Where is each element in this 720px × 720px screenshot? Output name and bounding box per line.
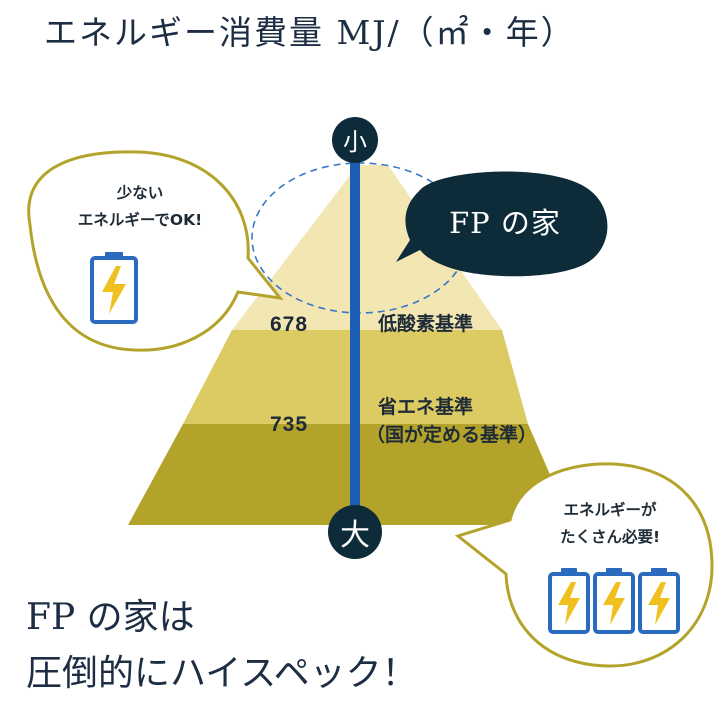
- page-title: エネルギー消費量 MJ/（㎡・年）: [44, 13, 576, 52]
- battery-charging-icon: [593, 568, 635, 634]
- fp-house-bubble: [396, 171, 608, 277]
- footer-line1: FP の家は: [26, 597, 195, 638]
- footer-headline: FP の家は 圧倒的にハイスペック！: [26, 590, 418, 702]
- footer-line2: 圧倒的にハイスペック！: [26, 653, 418, 694]
- pyramid-tier-top: [232, 165, 502, 330]
- tier-label-low-carbon: 低酸素基準: [378, 313, 474, 335]
- tier-value-low-carbon: 678: [270, 313, 309, 336]
- tier-label-energy-saving: 省エネ基準: [378, 396, 474, 418]
- fp-house-label: FP の家: [449, 206, 561, 240]
- left-bubble-line2: エネルギーでOK!: [77, 211, 203, 229]
- battery-charging-icon: [90, 252, 138, 324]
- tier-value-energy-saving: 735: [270, 413, 309, 436]
- right-bubble-line2: たくさん必要!: [559, 528, 661, 546]
- axis-top-circle: [332, 117, 378, 163]
- left-bubble-text: 少ない エネルギーでOK!: [35, 180, 245, 234]
- axis-top-label: 小: [343, 128, 367, 156]
- energy-axis-line: [350, 150, 360, 520]
- right-bubble: [454, 462, 714, 668]
- battery-charging-icon: [638, 568, 680, 634]
- axis-bottom-label: 大: [340, 518, 370, 553]
- axis-bottom-circle: [328, 505, 382, 559]
- battery-charging-icon: [548, 568, 590, 634]
- right-bubble-line1: エネルギーが: [563, 501, 657, 519]
- right-bubble-text: エネルギーが たくさん必要!: [510, 497, 710, 551]
- left-bubble-line1: 少ない: [116, 184, 164, 202]
- tier-label-energy-saving-note: （国が定める基準）: [366, 424, 538, 446]
